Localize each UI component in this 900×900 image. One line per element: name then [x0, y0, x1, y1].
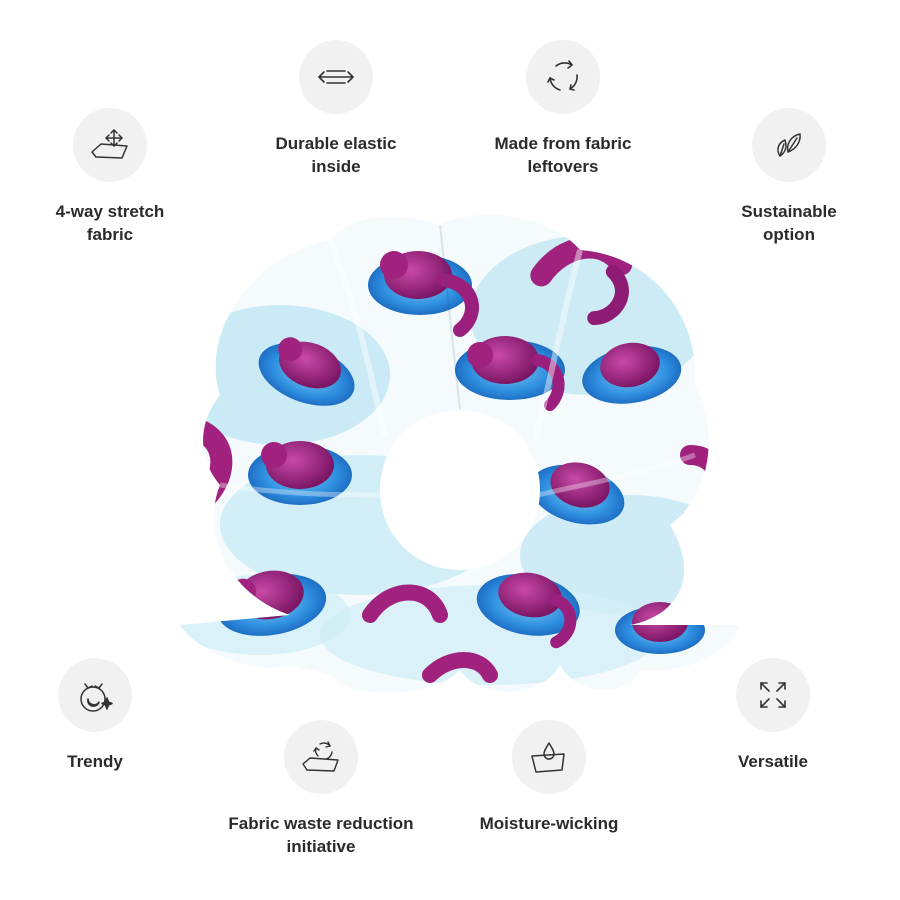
leaves-icon	[752, 108, 826, 182]
scrunchie-product-image	[160, 195, 760, 705]
feature-moisture-wicking: Moisture-wicking	[439, 720, 659, 835]
recycle-arrows-icon	[526, 40, 600, 114]
water-drop-fabric-icon	[512, 720, 586, 794]
feature-sustainable: Sustainable option	[679, 108, 899, 246]
expand-arrows-icon	[736, 658, 810, 732]
feature-trendy: Trendy	[0, 658, 205, 773]
feature-label: Made from fabric leftovers	[494, 134, 632, 176]
feature-waste-reduction: Fabric waste reduction initiative	[211, 720, 431, 858]
feature-label: Sustainable option	[741, 202, 837, 244]
feature-label: Trendy	[67, 752, 123, 771]
feature-four-way-stretch: 4-way stretch fabric	[0, 108, 220, 246]
stretch-arrows-icon	[299, 40, 373, 114]
feature-fabric-leftovers: Made from fabric leftovers	[453, 40, 673, 178]
sparkle-badge-icon	[58, 658, 132, 732]
recycle-fabric-icon	[284, 720, 358, 794]
feature-label: Fabric waste reduction initiative	[228, 814, 414, 856]
feature-durable-elastic: Durable elastic inside	[226, 40, 446, 178]
feature-versatile: Versatile	[663, 658, 883, 773]
four-way-arrows-fabric-icon	[73, 108, 147, 182]
feature-label: Moisture-wicking	[479, 814, 619, 833]
feature-label: Versatile	[738, 752, 808, 771]
feature-label: 4-way stretch fabric	[55, 202, 165, 244]
feature-label: Durable elastic inside	[275, 134, 397, 176]
